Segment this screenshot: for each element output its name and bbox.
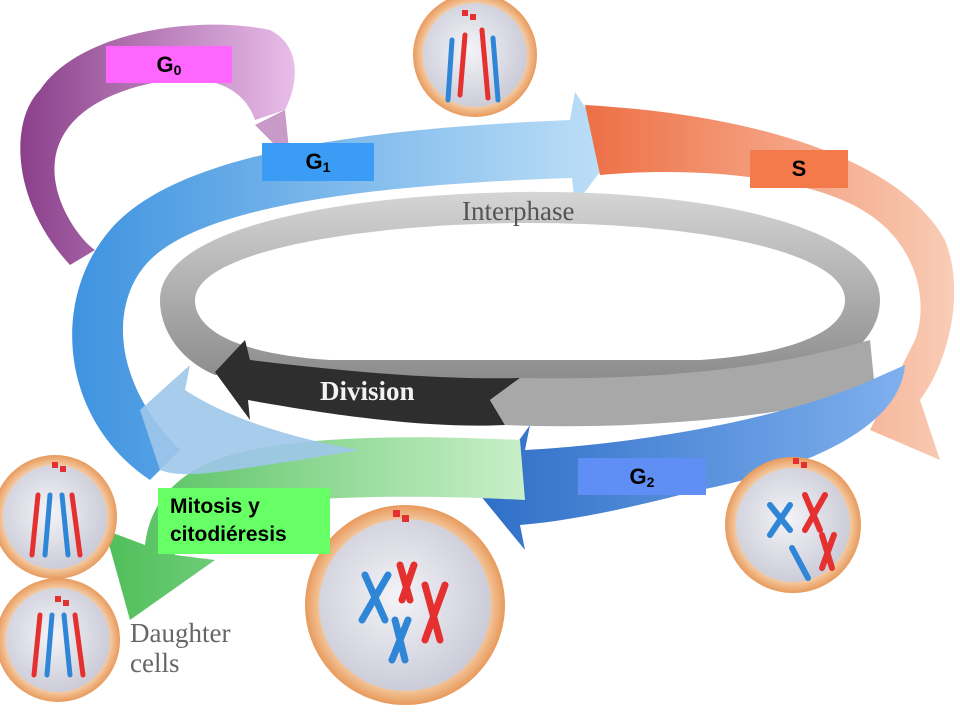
g2-tag-main: G: [629, 463, 647, 489]
g0-tag-main: G: [156, 51, 174, 77]
cell-mitosis: [305, 505, 505, 705]
mitosis-tag-line1: Mitosis y: [170, 495, 260, 518]
cell-top: [413, 0, 537, 117]
daughter-cell-upper: [0, 455, 117, 579]
division-tail-arrow: [140, 365, 360, 475]
g1-arrow: [72, 92, 616, 480]
g0-tag-sub: 0: [173, 61, 182, 78]
division-arrow: [215, 340, 875, 427]
s-tag-text: S: [791, 156, 807, 181]
cell-g2: [725, 457, 861, 593]
g2-tag-sub: 2: [646, 473, 655, 490]
g1-tag-sub: 1: [322, 159, 331, 175]
division-label: Division: [320, 376, 415, 406]
s-arrow: [585, 105, 955, 460]
daughter-cell-lower: [0, 578, 120, 702]
g2-arrow: [480, 365, 905, 550]
g1-tag-main: G: [305, 149, 323, 174]
interphase-label: Interphase: [462, 196, 575, 226]
daughter-cells-label: Daughter cells: [130, 618, 230, 678]
mitosis-tag-line2: citodiéresis: [170, 523, 287, 546]
s-tag: S: [750, 150, 848, 188]
daughter-label-line2: cells: [130, 648, 180, 678]
interphase-ring: [160, 191, 880, 385]
mitosis-arrow: [105, 437, 525, 620]
mitosis-tag: Mitosis y citodiéresis: [158, 488, 330, 554]
daughter-label-line1: Daughter: [130, 618, 231, 648]
